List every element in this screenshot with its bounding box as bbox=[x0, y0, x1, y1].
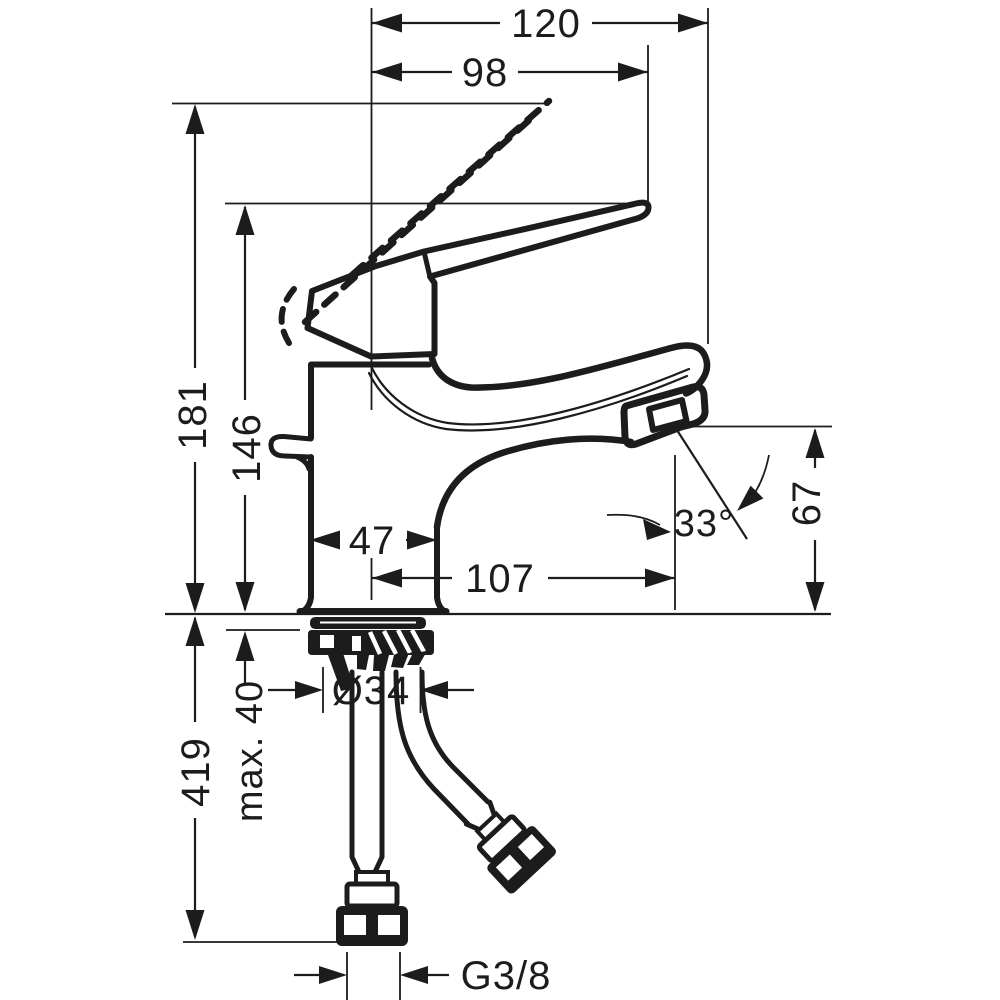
hose-walls bbox=[349, 669, 385, 875]
tooth bbox=[357, 655, 369, 670]
label-height-below-deck: 419 bbox=[174, 737, 218, 807]
arrowhead-right bbox=[645, 568, 675, 588]
arrowhead-top bbox=[185, 104, 205, 134]
spout-underside bbox=[433, 435, 635, 531]
nut-window bbox=[344, 915, 366, 935]
supply-hose-angled bbox=[393, 669, 556, 894]
dimension-labels: 120 98 181 146 47 107 33° 67 Ø34 max. 40… bbox=[171, 2, 829, 998]
nut-hatching bbox=[320, 628, 426, 656]
aerator-face bbox=[646, 397, 690, 433]
nut-hatch-lines bbox=[367, 628, 426, 656]
label-mounting-hole-diameter: Ø34 bbox=[332, 669, 411, 713]
faucet-body bbox=[268, 97, 711, 615]
nut-slot bbox=[352, 636, 361, 651]
arrowhead-bottom bbox=[235, 582, 255, 612]
dim-146 bbox=[235, 205, 255, 612]
arrowhead-bottom bbox=[185, 583, 205, 613]
label-outlet-height: 67 bbox=[785, 480, 829, 527]
label-body-depth: 47 bbox=[349, 519, 396, 563]
arrowhead-left bbox=[319, 966, 347, 984]
dim-g38 bbox=[294, 966, 449, 984]
leader-arc-left bbox=[606, 513, 661, 526]
lock-teeth bbox=[328, 651, 427, 691]
dim-107 bbox=[372, 568, 675, 588]
arrowhead-right bbox=[618, 62, 648, 82]
label-supply-thread: G3/8 bbox=[461, 954, 552, 998]
handle-raised-dashed-bottom bbox=[301, 110, 540, 326]
mounting-assembly bbox=[308, 617, 556, 946]
dim-181 bbox=[185, 104, 205, 613]
angle-slant-line bbox=[674, 426, 748, 540]
tooth bbox=[328, 653, 354, 691]
leader-arrowhead-right bbox=[737, 485, 764, 511]
tooth bbox=[391, 653, 409, 668]
dim-67 bbox=[805, 428, 825, 612]
connector-collar bbox=[344, 881, 400, 909]
arrowhead-top bbox=[185, 616, 205, 646]
arrowhead-right bbox=[407, 530, 437, 550]
label-overall-projection: 120 bbox=[511, 2, 581, 46]
dim-33deg bbox=[606, 426, 770, 540]
arrowhead-left bbox=[310, 530, 340, 550]
arrowhead-up bbox=[235, 631, 255, 661]
arrowhead-right bbox=[400, 966, 428, 984]
nut-window bbox=[517, 833, 545, 861]
arrowhead-right bbox=[678, 13, 708, 33]
arrowhead-left bbox=[295, 681, 323, 699]
arrowhead-left bbox=[372, 568, 402, 588]
tooth bbox=[407, 651, 427, 665]
dim-max40 bbox=[235, 631, 255, 684]
aerator-housing bbox=[620, 383, 709, 449]
nut-slot bbox=[320, 635, 334, 648]
nut-window bbox=[495, 854, 523, 881]
arrowhead-top bbox=[805, 428, 825, 458]
dim-98 bbox=[372, 62, 648, 82]
handle-raised-dashed-arc bbox=[278, 286, 297, 346]
dim-o34 bbox=[268, 681, 474, 699]
label-height-handle-lowered: 146 bbox=[225, 413, 269, 483]
label-height-handle-raised: 181 bbox=[171, 380, 215, 450]
leader-arrowhead-left bbox=[643, 519, 671, 540]
spout-highlight-upper bbox=[369, 364, 691, 426]
popup-rod-lever bbox=[268, 433, 314, 472]
spout-top-edge bbox=[428, 342, 711, 397]
dim-120 bbox=[372, 13, 708, 33]
arrowhead-left bbox=[372, 62, 402, 82]
arrowhead-right bbox=[420, 681, 448, 699]
supply-hose-straight bbox=[336, 669, 408, 946]
dimension-annotations bbox=[185, 13, 825, 984]
dim-419 bbox=[185, 616, 205, 940]
dim-47 bbox=[310, 530, 437, 550]
arrowhead-left bbox=[372, 13, 402, 33]
nut-window bbox=[378, 915, 400, 935]
arrowhead-top bbox=[235, 205, 255, 235]
label-outlet-angle: 33° bbox=[674, 503, 734, 545]
label-max-deck-thickness: max. 40 bbox=[229, 680, 271, 822]
arrowhead-bottom bbox=[185, 910, 205, 940]
spout-highlight-lower bbox=[367, 371, 689, 432]
angled-connector bbox=[463, 799, 556, 894]
tooth bbox=[373, 655, 389, 671]
arrowhead-bottom bbox=[805, 582, 825, 612]
label-spout-tip-projection: 98 bbox=[462, 51, 509, 95]
hose-walls bbox=[393, 669, 491, 827]
handle-front-crease bbox=[421, 249, 433, 280]
label-spout-reach: 107 bbox=[465, 557, 535, 601]
connector-collar bbox=[476, 814, 527, 863]
handle-lever-lowered bbox=[304, 199, 652, 360]
